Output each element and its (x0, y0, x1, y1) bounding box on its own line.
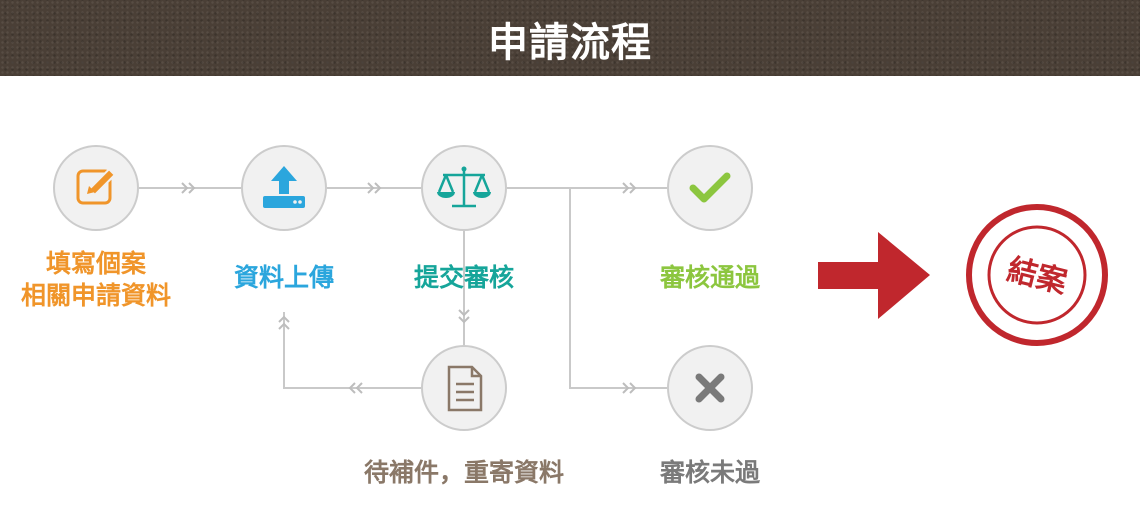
step-approved-label: 審核通過 (659, 263, 760, 292)
document-icon (447, 365, 483, 412)
step-fill-label: 填寫個案 相關申請資料 (0, 248, 196, 312)
step-pending-node (421, 345, 507, 431)
header-banner: 申請流程 (0, 0, 1140, 76)
final-seal: 結案 (966, 204, 1108, 346)
step-review-node (421, 145, 507, 231)
chevron-up-icon (278, 315, 290, 330)
step-review-label: 提交審核 (413, 263, 514, 292)
chevron-right-icon (622, 182, 637, 194)
step-rejected-node (667, 345, 753, 431)
cross-icon (695, 373, 725, 403)
check-icon (689, 172, 731, 203)
scale-icon (437, 169, 491, 208)
step-upload-node (241, 145, 327, 231)
page-title: 申請流程 (488, 20, 652, 66)
chevron-markers (181, 182, 637, 394)
step-rejected-label: 審核未過 (659, 458, 760, 487)
chevron-down-icon (458, 309, 470, 324)
edit-icon (76, 168, 116, 205)
chevron-right-icon (181, 182, 196, 194)
upload-icon (263, 166, 305, 208)
chevron-right-icon (622, 382, 637, 394)
step-upload-label: 資料上傳 (233, 263, 334, 292)
step-fill-line2: 相關申請資料 (20, 281, 171, 310)
step-fill-node (53, 145, 139, 231)
arrow-right-icon (818, 232, 930, 319)
step-pending-label: 待補件，重寄資料 (363, 458, 564, 487)
step-fill-line1: 填寫個案 (45, 249, 146, 278)
step-approved-node (667, 145, 753, 231)
chevron-right-icon (367, 182, 382, 194)
chevron-left-icon (348, 382, 363, 394)
connector-pending-upload (283, 312, 421, 389)
final-label: 結案 (1004, 252, 1072, 301)
